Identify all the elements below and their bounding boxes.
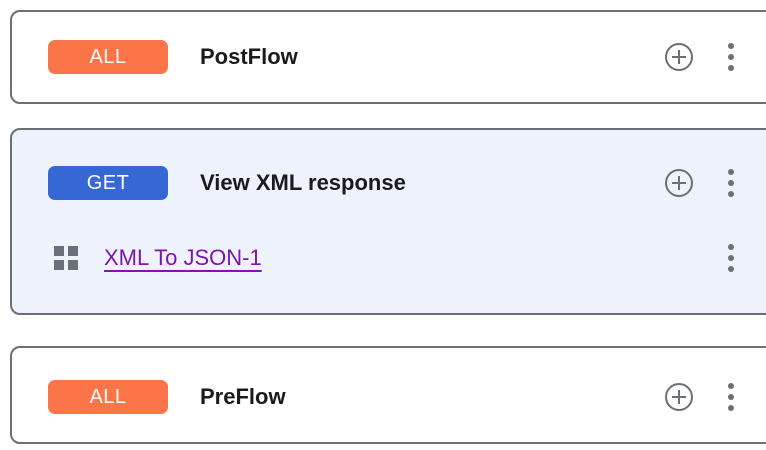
kebab-dot	[728, 244, 734, 250]
flow-card-postflow[interactable]: ALL PostFlow	[10, 10, 766, 104]
more-vert-icon[interactable]	[720, 166, 742, 200]
plus-circle-icon[interactable]	[664, 382, 694, 412]
policy-link-xml-to-json[interactable]: XML To JSON-1	[104, 245, 262, 270]
grid-square	[68, 260, 78, 270]
grid-square	[54, 260, 64, 270]
flow-row-actions	[664, 154, 766, 212]
method-badge-get: GET	[48, 166, 168, 200]
kebab-dot	[728, 405, 734, 411]
flow-title: PostFlow	[200, 44, 298, 69]
policy-row-actions	[720, 230, 766, 286]
policy-row[interactable]: XML To JSON-1	[12, 230, 766, 286]
flow-header-row[interactable]: ALL PreFlow	[12, 368, 766, 426]
kebab-dot	[728, 169, 734, 175]
more-vert-icon[interactable]	[720, 380, 742, 414]
flow-title: PreFlow	[200, 384, 286, 409]
kebab-dot	[728, 180, 734, 186]
kebab-dot	[728, 43, 734, 49]
flow-header-row[interactable]: ALL PostFlow	[12, 28, 766, 86]
method-badge-all: ALL	[48, 40, 168, 74]
kebab-dot	[728, 65, 734, 71]
kebab-dot	[728, 394, 734, 400]
plus-circle-icon[interactable]	[664, 168, 694, 198]
flow-title: View XML response	[200, 170, 406, 195]
flow-header-row[interactable]: GET View XML response	[12, 154, 766, 212]
grid-squares-icon	[54, 246, 78, 270]
flow-card-preflow[interactable]: ALL PreFlow	[10, 346, 766, 444]
method-badge-all: ALL	[48, 380, 168, 414]
grid-square	[68, 246, 78, 256]
grid-square	[54, 246, 64, 256]
kebab-dot	[728, 191, 734, 197]
plus-circle-icon[interactable]	[664, 42, 694, 72]
kebab-dot	[728, 54, 734, 60]
kebab-dot	[728, 383, 734, 389]
kebab-dot	[728, 266, 734, 272]
flow-row-actions	[664, 368, 766, 426]
flow-row-actions	[664, 28, 766, 86]
more-vert-icon[interactable]	[720, 241, 742, 275]
more-vert-icon[interactable]	[720, 40, 742, 74]
kebab-dot	[728, 255, 734, 261]
flow-card-view-xml-response[interactable]: GET View XML response	[10, 128, 766, 315]
